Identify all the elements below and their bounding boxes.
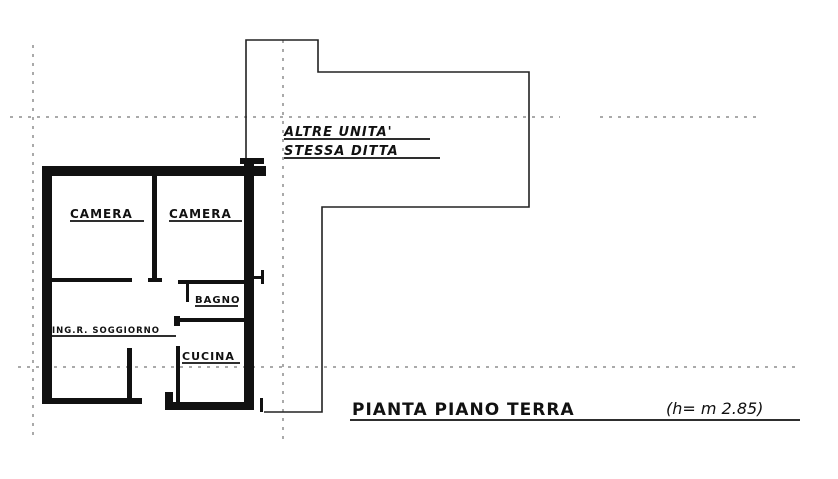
other-units-line1: ALTRE UNITA' bbox=[283, 125, 393, 140]
other-units-line2: STESSA DITTA bbox=[284, 144, 399, 159]
room-label-camera-left: CAMERA bbox=[70, 207, 133, 221]
room-label-bagno: BAGNO bbox=[195, 295, 240, 306]
plan-title: PIANTA PIANO TERRA (h= m 2.85) bbox=[350, 399, 800, 421]
plan-title-height: (h= m 2.85) bbox=[666, 399, 763, 418]
guide-lines bbox=[10, 40, 800, 440]
room-label-ingresso-soggiorno: ING.R. SOGGIORNO bbox=[52, 326, 160, 336]
other-units-outline bbox=[245, 39, 530, 413]
apartment-walls bbox=[42, 158, 266, 412]
room-label-camera-right: CAMERA bbox=[169, 207, 232, 221]
plan-title-main: PIANTA PIANO TERRA bbox=[352, 400, 575, 420]
room-label-cucina: CUCINA bbox=[182, 350, 235, 363]
other-units-label: ALTRE UNITA' STESSA DITTA bbox=[283, 125, 440, 159]
